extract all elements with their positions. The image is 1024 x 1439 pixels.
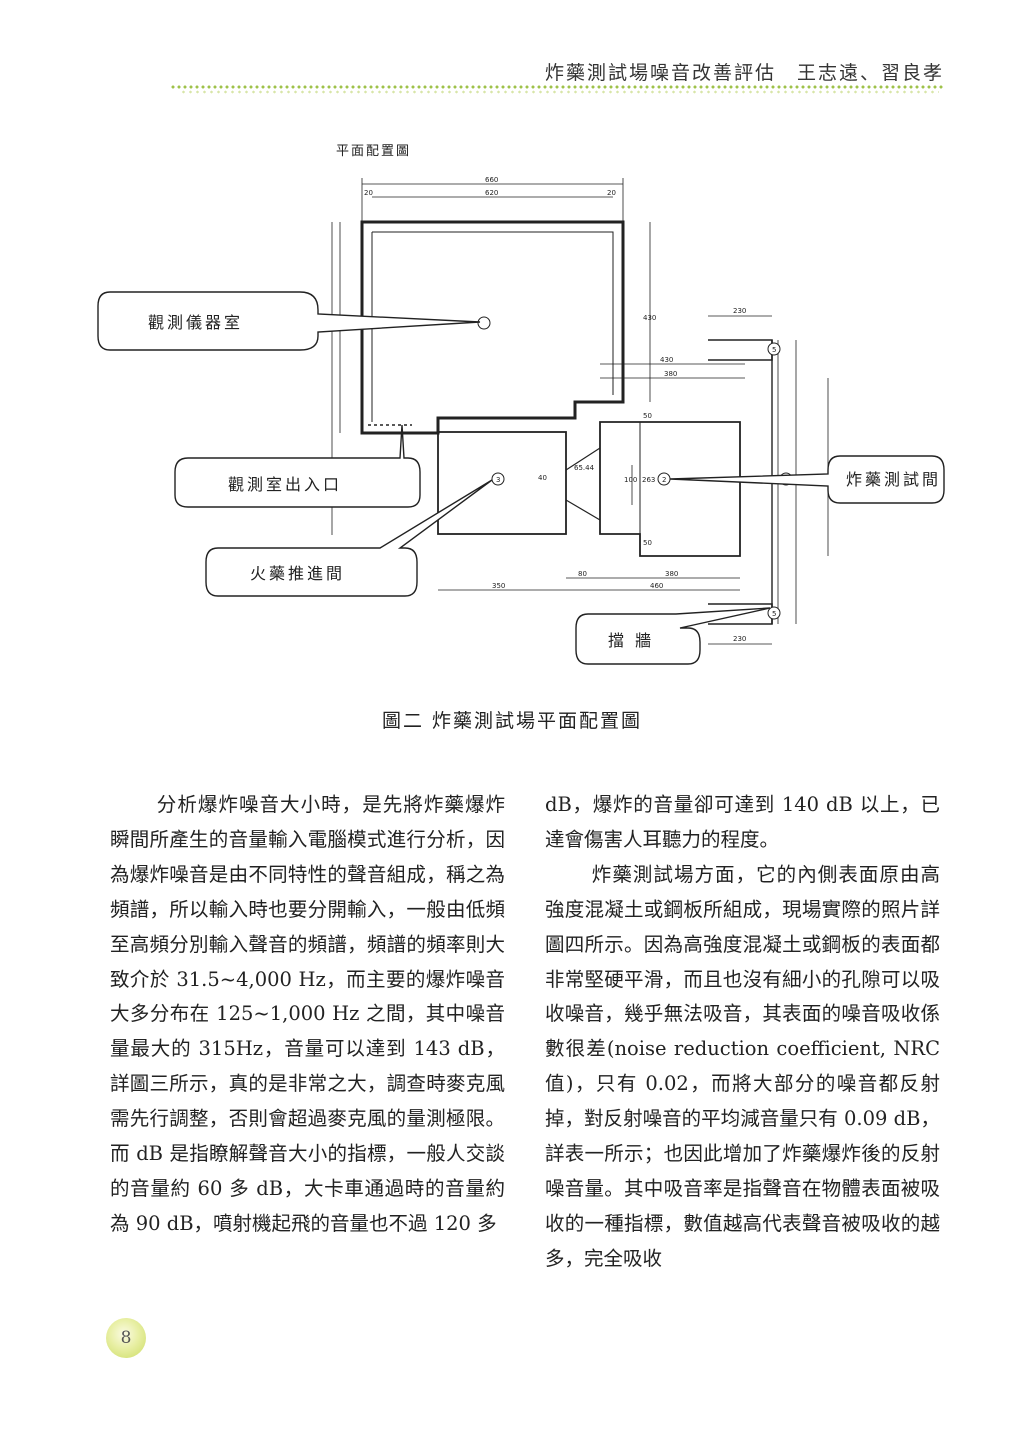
paragraph: 分析爆炸噪音大小時，是先將炸藥爆炸瞬間所產生的音量輸入電腦模式進行分析，因為爆炸… bbox=[110, 793, 505, 1235]
callout-retaining-wall bbox=[575, 607, 771, 665]
callout-labels: 觀測儀器室 觀測室出入口 火藥推進間 炸藥測試間 擋 牆 bbox=[148, 313, 941, 650]
dim-20-left: 20 bbox=[364, 189, 373, 197]
dim-50-bottom: 50 bbox=[643, 539, 652, 547]
dim-50-top: 50 bbox=[643, 412, 652, 420]
callout-observation-room bbox=[97, 291, 481, 351]
dim-100: 100 bbox=[624, 476, 637, 484]
marker-2: 2 bbox=[662, 476, 666, 484]
header-dotted-rule bbox=[170, 84, 944, 90]
plan-walls bbox=[360, 220, 779, 625]
body-column-right: dB，爆炸的音量卻可達到 140 dB 以上，已達會傷害人耳聽力的程度。 炸藥測… bbox=[545, 788, 940, 1277]
label-observation-exit: 觀測室出入口 bbox=[228, 475, 342, 494]
dim-40: 40 bbox=[538, 474, 547, 482]
dim-660: 660 bbox=[485, 176, 498, 184]
plan-markers bbox=[477, 316, 793, 620]
dim-230-top: 230 bbox=[733, 307, 746, 315]
paragraph: 炸藥測試場方面，它的內側表面原由高強度混凝土或鋼板所組成，現場實際的照片詳圖四所… bbox=[545, 862, 940, 1270]
plan-callouts bbox=[97, 291, 945, 665]
paragraph: dB，爆炸的音量卻可達到 140 dB 以上，已達會傷害人耳聽力的程度。 bbox=[545, 793, 940, 851]
callout-test-room bbox=[669, 455, 945, 504]
callout-observation-exit bbox=[174, 424, 421, 508]
dim-230-bottom: 230 bbox=[733, 635, 746, 643]
label-retaining-wall: 擋 牆 bbox=[608, 631, 654, 650]
page-number-badge: 8 bbox=[106, 1318, 146, 1358]
dim-430b: 430 bbox=[660, 356, 673, 364]
dim-620: 620 bbox=[485, 189, 498, 197]
marker-5-bottom: 5 bbox=[772, 610, 776, 618]
dim-380: 380 bbox=[664, 370, 677, 378]
dim-65-44: 65.44 bbox=[574, 464, 595, 472]
dimension-lines bbox=[331, 178, 829, 645]
callout-powder-room bbox=[205, 479, 493, 597]
dim-350: 350 bbox=[492, 582, 505, 590]
label-observation-room: 觀測儀器室 bbox=[148, 313, 243, 332]
dimension-labels: 660 620 20 20 430 430 380 230 230 350 46… bbox=[364, 176, 746, 643]
floor-plan-figure: 660 620 20 20 430 430 380 230 230 350 46… bbox=[97, 176, 945, 665]
figure-title: 平面配置圖 bbox=[336, 144, 412, 159]
marker-5-top: 5 bbox=[772, 346, 776, 354]
dim-20-right: 20 bbox=[607, 189, 616, 197]
header-title: 炸藥測試場噪音改善評估 王志遠、習良孝 bbox=[544, 62, 944, 84]
dim-460: 460 bbox=[650, 582, 663, 590]
dim-263: 263 bbox=[642, 476, 655, 484]
dim-380b: 380 bbox=[665, 570, 678, 578]
label-test-room: 炸藥測試間 bbox=[846, 470, 941, 489]
header-dotted-rule-light bbox=[180, 90, 939, 94]
dim-80: 80 bbox=[578, 570, 587, 578]
figure-caption: 圖二 炸藥測試場平面配置圖 bbox=[381, 710, 643, 732]
label-powder-room: 火藥推進間 bbox=[250, 564, 345, 583]
body-column-left: 分析爆炸噪音大小時，是先將炸藥爆炸瞬間所產生的音量輸入電腦模式進行分析，因為爆炸… bbox=[110, 788, 505, 1242]
marker-3: 3 bbox=[496, 476, 500, 484]
dim-430: 430 bbox=[643, 314, 656, 322]
